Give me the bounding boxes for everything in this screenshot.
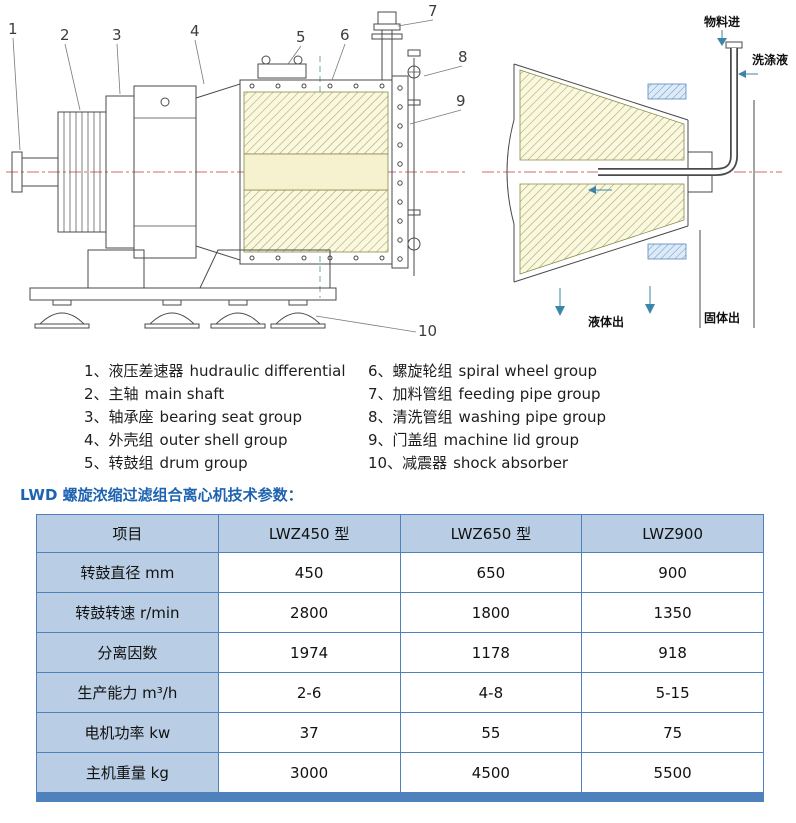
callout-1: 1: [8, 20, 18, 38]
table-row: 生产能力 m³/h 2-6 4-8 5-15: [36, 672, 764, 713]
legend-item-10: 10、减震器 shock absorber: [368, 452, 606, 475]
bowl-detail-view: 物料进 洗涤液 液体出 固体出: [482, 14, 788, 329]
value-cell: 900: [581, 552, 764, 593]
label-liquid-out: 液体出: [588, 314, 624, 329]
legend-item-en: bearing seat group: [159, 408, 303, 426]
value-cell: 5-15: [581, 672, 764, 713]
legend-column-left: 1、液压差速器 hudraulic differential 2、主轴 main s…: [84, 360, 346, 475]
table-row: 分离因数 1974 1178 918: [36, 632, 764, 673]
callout-10: 10: [418, 322, 437, 340]
callout-4: 4: [190, 22, 200, 40]
value-cell: 1974: [217, 632, 401, 673]
table-row: 电机功率 kw 37 55 75: [36, 712, 764, 753]
row-label: 分离因数: [36, 632, 219, 673]
legend-item-en: main shaft: [144, 385, 225, 403]
legend-item-zh: 9、门盖组: [368, 431, 438, 449]
header-cell-item: 项目: [36, 514, 219, 553]
label-material-in: 物料进: [704, 14, 740, 29]
legend-item-zh: 2、主轴: [84, 385, 139, 403]
table-row: 转鼓转速 r/min 2800 1800 1350: [36, 592, 764, 633]
value-cell: 3000: [217, 752, 401, 793]
value-cell: 650: [399, 552, 583, 593]
callout-8: 8: [458, 48, 468, 66]
legend-item-en: outer shell group: [159, 431, 288, 449]
value-cell: 4500: [399, 752, 583, 793]
legend-item-en: spiral wheel group: [458, 362, 598, 380]
label-washing-liquid: 洗涤液: [752, 52, 788, 67]
value-cell: 1800: [399, 592, 583, 633]
legend-item-en: drum group: [159, 454, 248, 472]
legend-item-zh: 3、轴承座: [84, 408, 154, 426]
table-row: 转鼓直径 mm 450 650 900: [36, 552, 764, 593]
flow-arrows: [555, 30, 758, 316]
legend-item-zh: 7、加料管组: [368, 385, 453, 403]
legend-item-zh: 4、外壳组: [84, 431, 154, 449]
legend-item-zh: 10、减震器: [368, 454, 448, 472]
callout-2: 2: [60, 26, 70, 44]
legend-item-4: 4、外壳组 outer shell group: [84, 429, 346, 452]
legend-item-en: washing pipe group: [458, 408, 607, 426]
legend-item-8: 8、清洗管组 washing pipe group: [368, 406, 606, 429]
label-solid-out: 固体出: [704, 310, 740, 325]
value-cell: 37: [217, 712, 401, 753]
table-bottom-bar: [36, 792, 764, 802]
legend-item-2: 2、主轴 main shaft: [84, 383, 346, 406]
centrifuge-technical-diagram: 1 2 3 4 5 6 7 8 9 10: [6, 2, 788, 340]
row-label: 电机功率 kw: [36, 712, 219, 753]
value-cell: 2800: [217, 592, 401, 633]
table-header-row: 项目 LWZ450 型 LWZ650 型 LWZ900: [36, 514, 764, 553]
legend-item-3: 3、轴承座 bearing seat group: [84, 406, 346, 429]
value-cell: 75: [581, 712, 764, 753]
value-cell: 450: [217, 552, 401, 593]
row-label: 生产能力 m³/h: [36, 672, 219, 713]
callout-7: 7: [428, 2, 438, 20]
value-cell: 918: [581, 632, 764, 673]
spec-table: 项目 LWZ450 型 LWZ650 型 LWZ900 转鼓直径 mm 450 …: [36, 514, 764, 793]
header-cell-lwz450: LWZ450 型: [217, 514, 401, 553]
value-cell: 1350: [581, 592, 764, 633]
main-section-view: 1 2 3 4 5 6 7 8 9 10: [6, 2, 468, 340]
callout-9: 9: [456, 92, 466, 110]
legend-item-en: shock absorber: [453, 454, 569, 472]
legend-item-zh: 1、液压差速器: [84, 362, 184, 380]
value-cell: 5500: [581, 752, 764, 793]
header-cell-lwz650: LWZ650 型: [399, 514, 583, 553]
legend-item-9: 9、门盖组 machine lid group: [368, 429, 606, 452]
value-cell: 1178: [399, 632, 583, 673]
callout-6: 6: [340, 26, 350, 44]
legend-column-right: 6、螺旋轮组 spiral wheel group 7、加料管组 feeding p…: [368, 360, 606, 475]
row-label: 主机重量 kg: [36, 752, 219, 793]
legend-item-6: 6、螺旋轮组 spiral wheel group: [368, 360, 606, 383]
value-cell: 2-6: [217, 672, 401, 713]
legend-item-en: hudraulic differential: [189, 362, 346, 380]
legend-item-en: machine lid group: [443, 431, 579, 449]
value-cell: 55: [399, 712, 583, 753]
callout-5: 5: [296, 28, 306, 46]
legend-item-zh: 8、清洗管组: [368, 408, 453, 426]
legend-item-5: 5、转鼓组 drum group: [84, 452, 346, 475]
callout-3: 3: [112, 26, 122, 44]
value-cell: 4-8: [399, 672, 583, 713]
legend-item-en: feeding pipe group: [458, 385, 601, 403]
parts-legend: 1、液压差速器 hudraulic differential 2、主轴 main s…: [0, 360, 796, 480]
row-label: 转鼓转速 r/min: [36, 592, 219, 633]
legend-item-zh: 5、转鼓组: [84, 454, 154, 472]
header-cell-lwz900: LWZ900: [581, 514, 764, 553]
section-title: LWD 螺旋浓缩过滤组合离心机技术参数：: [20, 486, 303, 504]
legend-item-7: 7、加料管组 feeding pipe group: [368, 383, 606, 406]
table-row: 主机重量 kg 3000 4500 5500: [36, 752, 764, 793]
legend-item-1: 1、液压差速器 hudraulic differential: [84, 360, 346, 383]
row-label: 转鼓直径 mm: [36, 552, 219, 593]
legend-item-zh: 6、螺旋轮组: [368, 362, 453, 380]
